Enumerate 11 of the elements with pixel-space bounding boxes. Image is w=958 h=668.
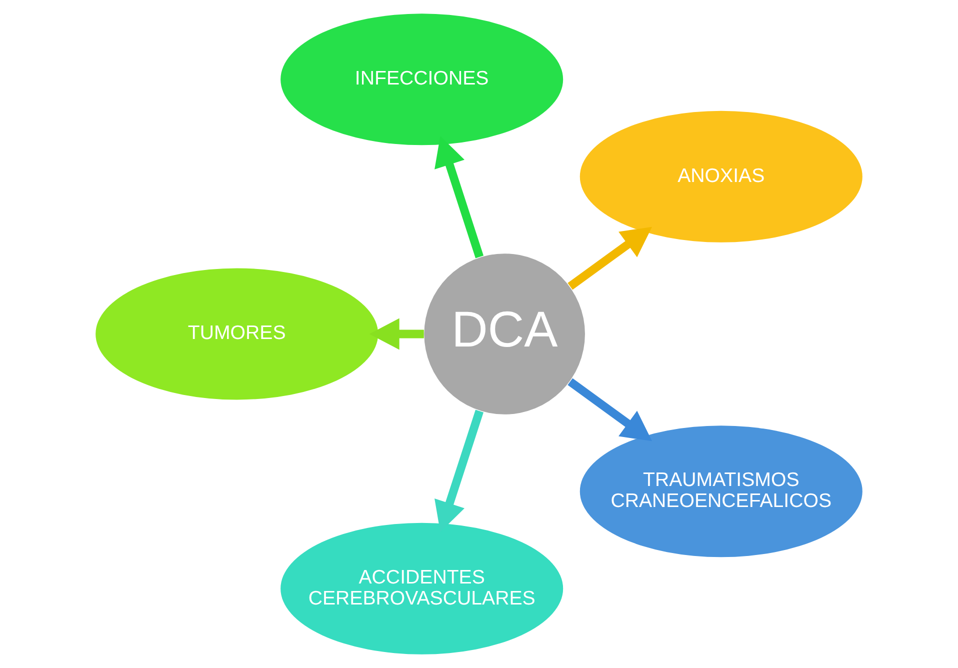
node-ellipse: TUMORES xyxy=(96,268,378,400)
arrow xyxy=(568,378,652,442)
arrow xyxy=(434,136,484,258)
node-circle: DCA xyxy=(424,254,585,414)
arrow xyxy=(369,318,424,350)
arrow xyxy=(568,226,652,290)
node-ellipse: TRAUMATISMOS CRANEOENCEFALICOS xyxy=(580,426,862,558)
node-ellipse: ACCIDENTES CEREBROVASCULARES xyxy=(280,522,564,654)
arrow xyxy=(434,410,484,532)
node-ellipse: ANOXIAS xyxy=(580,110,862,242)
node-ellipse: INFECCIONES xyxy=(280,14,564,146)
